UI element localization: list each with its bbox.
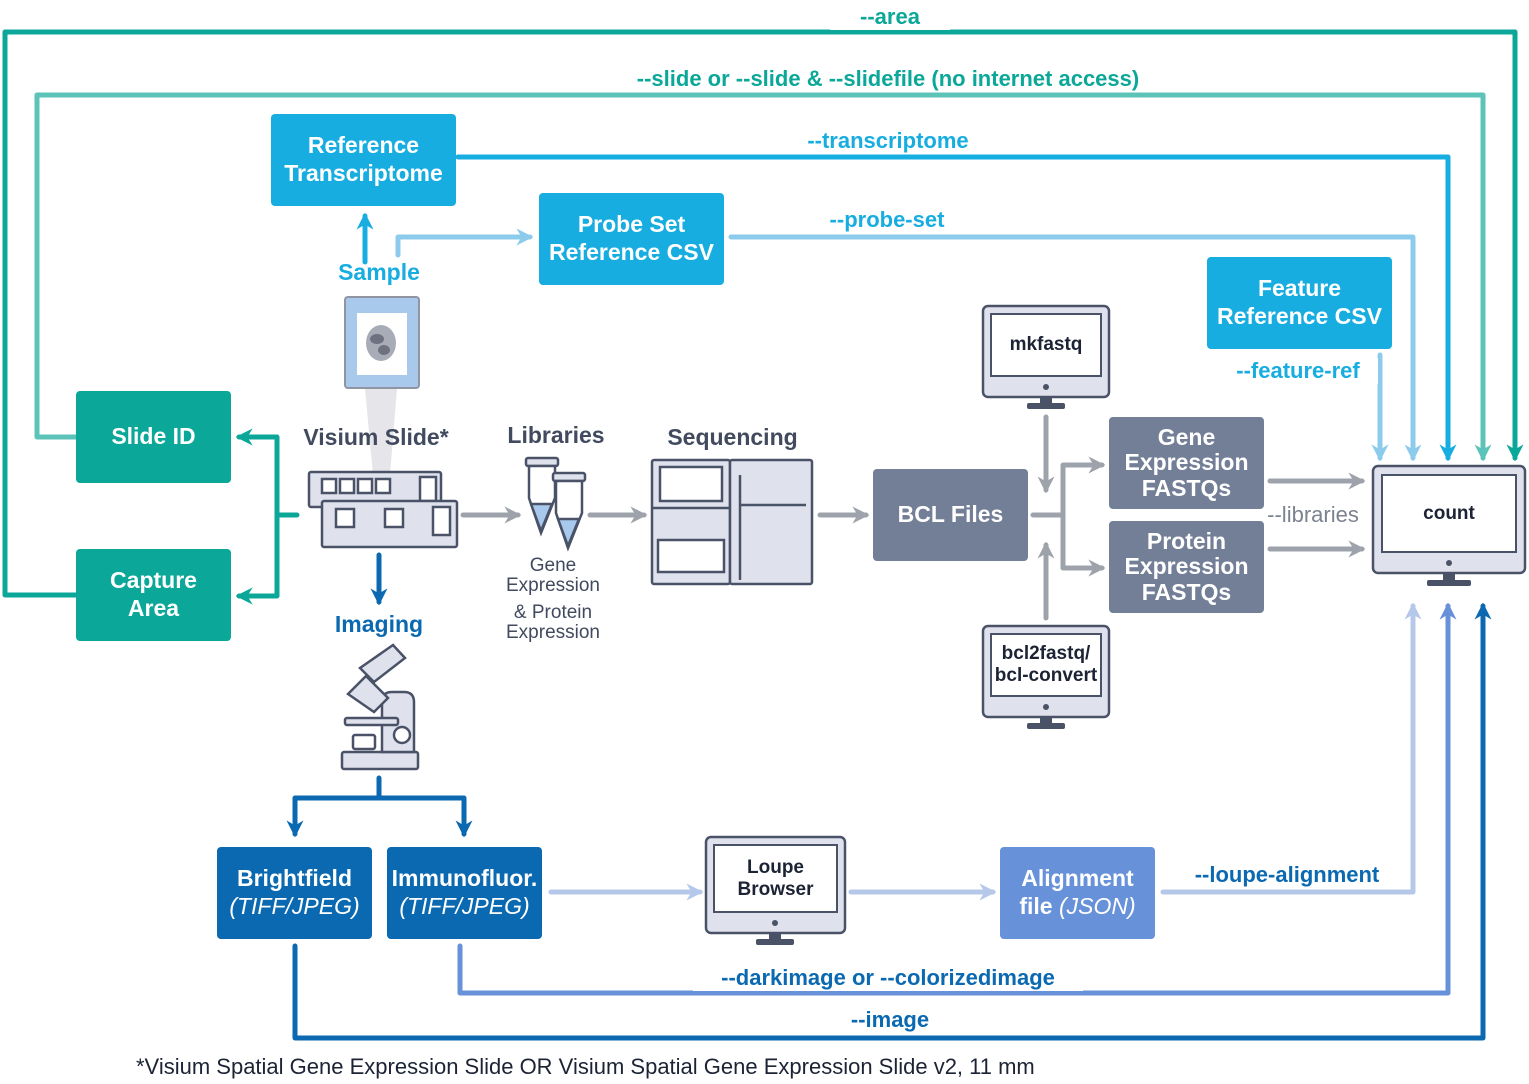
capture-area-box: Capture Area <box>76 549 231 641</box>
capture-area-line-2: Area <box>127 595 180 621</box>
libraries-flag-label: --libraries <box>1256 502 1370 528</box>
alignment-file-line: file (JSON) <box>1019 893 1135 921</box>
protein-expression-line-1: & Protein <box>513 602 593 623</box>
reference-transcriptome-box: Reference Transcriptome <box>271 114 456 206</box>
library-tubes-icon <box>524 456 587 552</box>
immunofluor-box: Immunofluor. (TIFF/JPEG) <box>387 847 542 939</box>
alignment-format: (JSON) <box>1058 893 1136 919</box>
reference-transcriptome-line-1: Reference <box>307 132 420 159</box>
sample-label: Sample <box>338 259 420 285</box>
capture-area-line-1: Capture <box>110 567 197 594</box>
gene-fastqs-box: Gene Expression FASTQs <box>1109 417 1264 509</box>
darkimage-connector <box>457 602 1457 996</box>
sample-probe-connector <box>395 228 534 258</box>
count-screen: count <box>1382 475 1516 552</box>
feature-reference-line-1: Feature <box>1257 275 1342 302</box>
feature-ref-flag-label: --feature-ref <box>1218 358 1378 384</box>
bcl-split-connector-2 <box>1060 512 1106 577</box>
brightfield-title: Brightfield <box>237 865 352 892</box>
loupe-line-1: Loupe <box>747 856 804 878</box>
slide-flag-label: --slide or --slide & --slidefile (no int… <box>598 66 1178 92</box>
immunofluor-format: (TIFF/JPEG) <box>399 893 530 919</box>
loupe-alignment-flag-label: --loupe-alignment <box>1177 862 1397 888</box>
gene-expression-line-1: Gene <box>529 555 577 576</box>
slide-id-connector <box>235 428 300 518</box>
transcriptome-flag-label: --transcriptome <box>788 128 988 154</box>
probe-set-flag-label: --probe-set <box>812 207 962 233</box>
transcriptome-connector <box>455 154 1457 462</box>
darkimage-flag-label: --darkimage or --colorizedimage <box>693 965 1083 991</box>
feature-reference-line-2: Reference CSV <box>1217 303 1382 329</box>
immunofluor-title: Immunofluor. <box>391 865 538 892</box>
image-flag-label: --image <box>830 1007 950 1033</box>
sample-slide-icon <box>344 296 420 475</box>
microscope-split-connector <box>286 775 382 838</box>
probe-set-line-1: Probe Set <box>577 211 686 238</box>
gene-expression-caption: Gene Expression <box>493 556 613 596</box>
area-flag-label: --area <box>830 4 950 30</box>
capture-area-connector <box>235 512 280 605</box>
microscope-icon <box>340 643 420 771</box>
visium-slide-label: Visium Slide* <box>303 424 449 450</box>
probe-set-box: Probe Set Reference CSV <box>539 193 724 285</box>
probe-set-connector <box>728 234 1422 462</box>
mkfastq-label: mkfastq <box>1009 334 1083 356</box>
bcl-files-box: BCL Files <box>873 469 1028 561</box>
gene-fastqs-line-3: FASTQs <box>1141 474 1232 501</box>
alignment-file-word: file <box>1019 893 1053 919</box>
mkfastq-screen: mkfastq <box>991 314 1101 376</box>
count-monitor-icon <box>1371 464 1527 586</box>
area-connector <box>2 29 1524 598</box>
bcl2fastq-line-1: bcl2fastq/ <box>1001 643 1091 665</box>
protein-fastqs-box: Protein Expression FASTQs <box>1109 521 1264 613</box>
loupe-line-2: Browser <box>737 878 814 900</box>
imaging-label: Imaging <box>334 611 424 637</box>
image-connector <box>292 602 1492 1041</box>
protein-expression-line-2: Expression <box>506 621 600 643</box>
feature-reference-box: Feature Reference CSV <box>1207 257 1392 349</box>
reference-transcriptome-line-2: Transcriptome <box>284 160 443 186</box>
alignment-title: Alignment <box>1021 865 1134 892</box>
gene-expression-line-2: Expression <box>506 574 600 596</box>
slide-id-box: Slide ID <box>76 391 231 483</box>
slide-id-label: Slide ID <box>111 423 196 450</box>
brightfield-format: (TIFF/JPEG) <box>229 893 360 919</box>
mkfastq-monitor-icon <box>981 304 1111 409</box>
protein-fastqs-line-2: Expression <box>1124 553 1249 580</box>
bcl2fastq-screen: bcl2fastq/ bcl-convert <box>991 634 1101 696</box>
gene-fastqs-line-2: Expression <box>1124 449 1249 476</box>
brightfield-box: Brightfield (TIFF/JPEG) <box>217 847 372 939</box>
count-label: count <box>1423 502 1475 524</box>
alignment-file-box: Alignment file (JSON) <box>1000 847 1155 939</box>
protein-fastqs-line-3: FASTQs <box>1141 578 1232 605</box>
bcl2fastq-monitor-icon <box>981 624 1111 729</box>
sequencer-icon <box>650 458 814 586</box>
slide-connector <box>34 92 1492 462</box>
probe-set-line-2: Reference CSV <box>549 239 714 265</box>
footnote: *Visium Spatial Gene Expression Slide OR… <box>136 1054 1035 1079</box>
protein-expression-caption: & Protein Expression <box>493 603 613 643</box>
visium-slide-icon <box>307 470 459 549</box>
bcl2fastq-line-2: bcl-convert <box>994 665 1098 686</box>
gene-fastqs-line-1: Gene <box>1157 424 1216 451</box>
microscope-split-connector-2 <box>376 795 473 838</box>
sequencing-label: Sequencing <box>667 424 798 450</box>
loupe-alignment-connector <box>1160 602 1422 895</box>
loupe-monitor-icon <box>704 835 847 945</box>
loupe-screen: Loupe Browser <box>714 845 837 912</box>
bcl-files-label: BCL Files <box>897 501 1004 528</box>
bcl-split-connector <box>1030 456 1106 518</box>
protein-fastqs-line-1: Protein <box>1146 528 1227 555</box>
libraries-label: Libraries <box>507 422 605 448</box>
